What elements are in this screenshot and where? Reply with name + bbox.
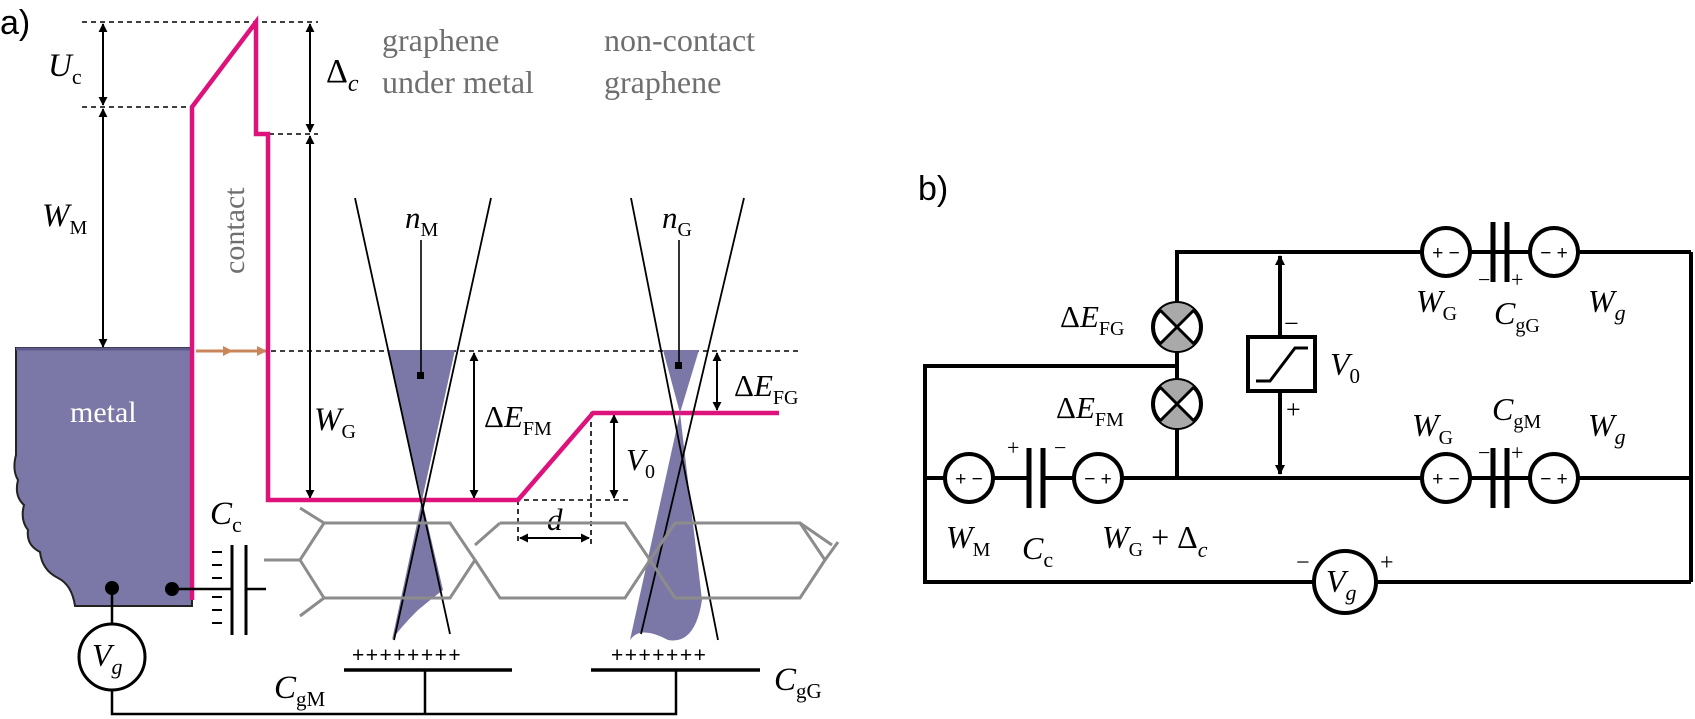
band-profile-line <box>189 15 779 600</box>
charges-m: ++++++++ <box>352 644 462 667</box>
wm-source-b <box>943 452 995 504</box>
wg-small-label-b-top: Wg <box>1588 283 1626 325</box>
wg-label-b-top: WG <box>1416 283 1457 325</box>
defm-lamp <box>1151 378 1203 430</box>
dirac-cone-g-filled <box>630 350 702 641</box>
wg-label: WG <box>314 402 356 443</box>
defg-label-b: ΔEFG <box>1060 299 1124 340</box>
defg-lamp <box>1151 301 1203 353</box>
svg-text:− +: − + <box>1084 469 1111 490</box>
metal-block <box>13 347 193 607</box>
cc-capacitor <box>192 545 266 635</box>
svg-text:− +: − + <box>1540 243 1567 264</box>
graphene-lattice <box>264 506 840 618</box>
cc-label: Cc <box>210 496 242 537</box>
uc-label: Uc <box>48 48 82 89</box>
vg-label-b: Vg <box>1326 563 1357 605</box>
defg-label: ΔEFG <box>734 368 798 409</box>
wg-small-label-b-mid: Wg <box>1588 407 1626 449</box>
wg-small-source-mid <box>1528 452 1580 504</box>
wg-dc-source-b <box>1072 452 1124 504</box>
defm-label-b: ΔEFM <box>1056 390 1124 431</box>
graphene-under-metal-label-1: graphene <box>382 22 499 58</box>
wm-label-b: WM <box>946 519 991 561</box>
svg-text:−: − <box>1296 550 1310 576</box>
svg-text:− +: − + <box>1540 469 1567 490</box>
cgm-label: CgM <box>274 670 326 711</box>
v0-minus: − <box>1284 309 1299 338</box>
v0-plus: + <box>1286 395 1301 424</box>
v0-label-b: V0 <box>1330 346 1360 388</box>
contact-label: contact <box>218 187 251 274</box>
cgm-capacitor-b <box>1470 448 1530 508</box>
graphene-under-metal-label-2: under metal <box>382 64 534 100</box>
wg-label-b-mid: WG <box>1412 407 1453 449</box>
cgm-label-b: CgM <box>1492 391 1541 433</box>
panel-b-label: b) <box>918 170 948 208</box>
circuit-wires <box>923 250 1693 584</box>
vg-source-b <box>1312 549 1378 615</box>
wg-dc-label-b: WG + Δc <box>1102 519 1208 562</box>
cc-label-b: Cc <box>1022 530 1053 572</box>
metal-label: metal <box>70 396 137 429</box>
panel-a-label: a) <box>0 4 30 42</box>
d-label: d <box>547 502 563 537</box>
wm-label: WM <box>42 198 88 239</box>
ground-wire-a <box>110 670 678 716</box>
svg-text:−: − <box>1054 435 1066 460</box>
ng-label: nG <box>662 200 692 241</box>
vg-label-a: Vg <box>92 637 123 679</box>
cgg-label-b: CgG <box>1494 295 1540 337</box>
v0-label: V0 <box>626 442 655 483</box>
wg-small-source-top <box>1528 226 1580 278</box>
svg-text:+: + <box>1511 267 1523 292</box>
svg-text:+: + <box>1380 550 1394 576</box>
svg-text:−: − <box>1478 267 1490 292</box>
svg-text:+ −: + − <box>1432 469 1459 490</box>
svg-text:+ −: + − <box>955 469 982 490</box>
svg-text:+: + <box>1511 440 1523 465</box>
svg-text:−: − <box>1478 440 1490 465</box>
cgg-label: CgG <box>774 662 822 703</box>
defm-label: ΔEFM <box>484 399 552 440</box>
svg-text:+: + <box>1007 435 1019 460</box>
delta-c-label: Δc <box>326 53 359 97</box>
cc-capacitor-b <box>1026 448 1056 508</box>
noncontact-label-2: graphene <box>604 64 721 100</box>
charges-g: +++++++ <box>611 644 707 667</box>
cgg-capacitor-b <box>1470 222 1530 282</box>
noncontact-label-1: non-contact <box>604 22 755 58</box>
svg-text:+ −: + − <box>1432 243 1459 264</box>
nm-label: nM <box>405 200 439 241</box>
